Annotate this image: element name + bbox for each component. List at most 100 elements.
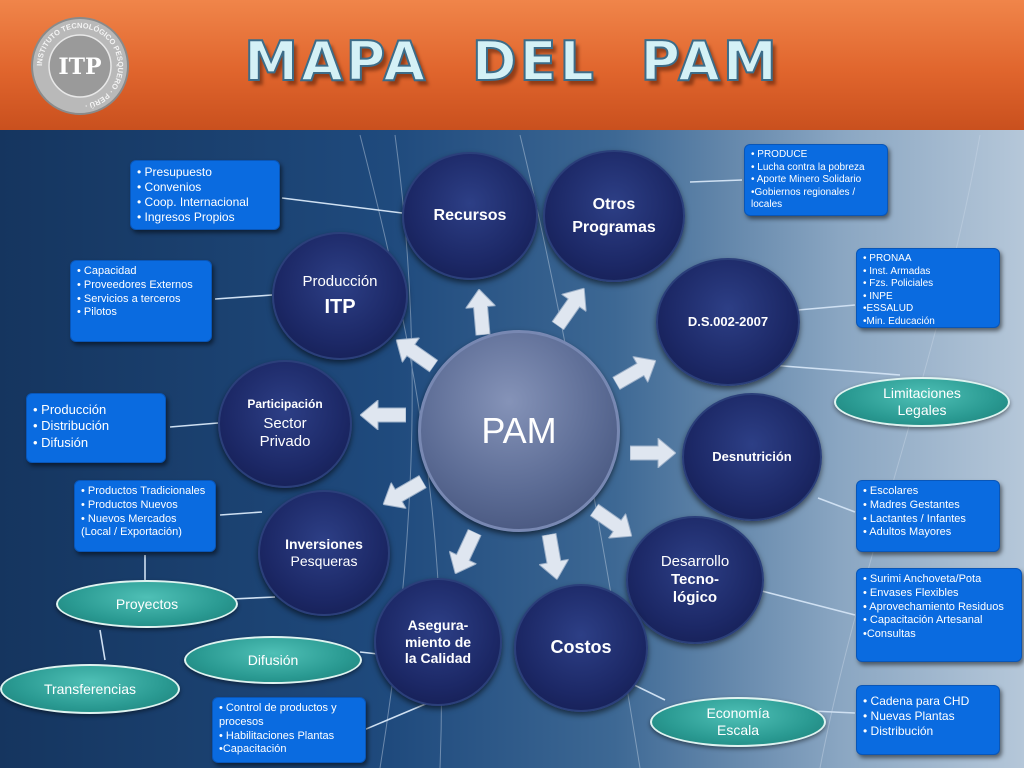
list-item: • Nuevos Mercados (Local / Exportación) bbox=[81, 512, 182, 539]
list-item: •Capacitación bbox=[219, 743, 287, 756]
block-arrow-icon bbox=[395, 337, 439, 373]
info-box-cadena: • Cadena para CHD • Nuevas Plantas • Dis… bbox=[856, 685, 1000, 755]
pill-economia-escala: Economía Escala bbox=[650, 697, 826, 747]
info-box-pronaa: • PRONAA • Inst. Armadas • Fzs. Policial… bbox=[856, 248, 1000, 328]
info-box-escolares: • Escolares • Madres Gestantes • Lactant… bbox=[856, 480, 1000, 552]
node-costos: Costos bbox=[514, 584, 648, 712]
center-node-pam: PAM bbox=[418, 330, 620, 532]
node-otros-programas: Otros Programas bbox=[543, 150, 685, 282]
node-label: Producción bbox=[302, 273, 378, 290]
list-item: • Control de productos y procesos bbox=[219, 702, 337, 728]
node-label: miento de bbox=[404, 633, 472, 650]
info-box-productos: • Productos Tradicionales • Productos Nu… bbox=[74, 480, 216, 552]
pill-label: Transferencias bbox=[43, 680, 137, 697]
pill-label: Proyectos bbox=[115, 595, 179, 612]
node-label: Costos bbox=[550, 637, 612, 658]
info-box-produccion: • Producción • Distribución • Difusión bbox=[26, 393, 166, 463]
itp-logo: INSTITUTO TECNOLÓGICO PESQUERO · PERÚ · … bbox=[31, 17, 129, 115]
page-title: MAPA DEL PAM bbox=[243, 29, 780, 94]
list-item: • Coop. Internacional bbox=[137, 195, 249, 209]
block-arrow-icon bbox=[360, 400, 406, 430]
node-label: Desarrollo bbox=[660, 553, 730, 570]
block-arrow-icon bbox=[589, 503, 633, 539]
node-aseguramiento-calidad: Asegura- miento de la Calidad bbox=[374, 578, 502, 706]
node-produccion-itp: Producción ITP bbox=[272, 232, 408, 360]
list-item: • Distribución bbox=[863, 724, 934, 738]
list-item: • Aprovechamiento Residuos bbox=[863, 600, 1004, 613]
list-item: • Convenios bbox=[137, 180, 202, 194]
list-item: •Gobiernos regionales / locales bbox=[751, 186, 856, 211]
node-label: Pesqueras bbox=[290, 553, 358, 569]
list-item: •Consultas bbox=[863, 628, 916, 640]
list-item: • Producción bbox=[33, 402, 107, 417]
block-arrow-icon bbox=[464, 288, 497, 337]
node-label: D.S.002-2007 bbox=[687, 314, 769, 330]
list-item: • Capacidad bbox=[77, 265, 137, 277]
list-item: • Adultos Mayores bbox=[863, 526, 952, 539]
pill-label: Legales bbox=[897, 402, 947, 418]
list-item: • Inst. Armadas bbox=[863, 265, 931, 277]
block-arrow-icon bbox=[630, 438, 676, 468]
node-label: Recursos bbox=[433, 207, 507, 225]
center-node-label: PAM bbox=[481, 410, 557, 452]
node-label: Sector bbox=[263, 414, 307, 432]
block-arrow-icon bbox=[448, 528, 482, 575]
node-desarrollo-tecnologico: Desarrollo Tecno- lógico bbox=[626, 516, 764, 644]
pill-proyectos: Proyectos bbox=[56, 580, 238, 628]
block-arrow-icon bbox=[611, 355, 657, 391]
node-label: Otros bbox=[592, 195, 636, 213]
info-box-surimi: • Surimi Anchoveta/Pota • Envases Flexib… bbox=[856, 568, 1022, 662]
node-desnutricion: Desnutrición bbox=[682, 393, 822, 521]
list-item: • Lactantes / Infantes bbox=[863, 512, 966, 525]
pill-limitaciones-legales: Limitaciones Legales bbox=[834, 377, 1010, 427]
node-label: Programas bbox=[572, 219, 656, 236]
list-item: • Madres Gestantes bbox=[863, 498, 960, 511]
node-label: Inversiones bbox=[285, 536, 363, 553]
list-item: • Difusión bbox=[33, 434, 89, 450]
list-item: • Lucha contra la pobreza bbox=[751, 161, 865, 173]
node-inversiones-pesqueras: Inversiones Pesqueras bbox=[258, 490, 390, 616]
list-item: • PRONAA bbox=[863, 253, 912, 264]
list-item: • Productos Nuevos bbox=[81, 498, 178, 511]
pill-difusion: Difusión bbox=[184, 636, 362, 684]
block-arrow-icon bbox=[551, 287, 587, 331]
list-item: • Habilitaciones Plantas bbox=[219, 729, 335, 742]
node-participacion-sector-privado: Participación Sector Privado bbox=[218, 360, 352, 488]
list-item: • Envases Flexibles bbox=[863, 586, 959, 599]
list-item: • Productos Tradicionales bbox=[81, 485, 206, 497]
node-ds-002-2007: D.S.002-2007 bbox=[656, 258, 800, 386]
node-label: Privado bbox=[259, 432, 311, 450]
logo-text: ITP bbox=[58, 54, 101, 80]
info-box-control: • Control de productos y procesos • Habi… bbox=[212, 697, 366, 763]
pill-label: Limitaciones bbox=[883, 385, 961, 402]
list-item: • Ingresos Propios bbox=[137, 210, 235, 224]
pill-transferencias: Transferencias bbox=[0, 664, 180, 714]
pill-label: Escala bbox=[716, 722, 760, 738]
list-item: • INPE bbox=[863, 290, 893, 302]
node-label: la Calidad bbox=[404, 650, 472, 667]
header-banner bbox=[0, 0, 1024, 130]
node-label: Tecno- bbox=[670, 571, 720, 588]
node-label: lógico bbox=[672, 589, 718, 606]
node-label: Asegura- bbox=[407, 616, 469, 633]
list-item: • Aporte Minero Solidario bbox=[751, 174, 862, 185]
list-item: • Escolares bbox=[863, 485, 919, 497]
list-item: • Fzs. Policiales bbox=[863, 278, 934, 289]
list-item: • Nuevas Plantas bbox=[863, 709, 955, 723]
pill-label: Economía bbox=[706, 705, 770, 722]
block-arrow-icon bbox=[537, 532, 570, 581]
block-arrow-icon bbox=[382, 474, 428, 510]
list-item: • Pilotos bbox=[77, 306, 117, 319]
node-label: ITP bbox=[324, 296, 356, 318]
list-item: • Distribución bbox=[33, 418, 110, 434]
node-recursos: Recursos bbox=[402, 152, 538, 280]
info-box-capacidad: • Capacidad • Proveedores Externos • Ser… bbox=[70, 260, 212, 342]
node-label: Participación bbox=[247, 397, 323, 412]
list-item: • Capacitación Artesanal bbox=[863, 614, 983, 627]
pill-label: Difusión bbox=[247, 651, 299, 668]
list-item: •ESSALUD bbox=[863, 303, 914, 314]
list-item: • PRODUCE bbox=[751, 149, 808, 160]
info-box-produce: • PRODUCE • Lucha contra la pobreza • Ap… bbox=[744, 144, 888, 216]
info-box-presupuesto: • Presupuesto • Convenios • Coop. Intern… bbox=[130, 160, 280, 230]
list-item: • Cadena para CHD bbox=[863, 694, 970, 708]
